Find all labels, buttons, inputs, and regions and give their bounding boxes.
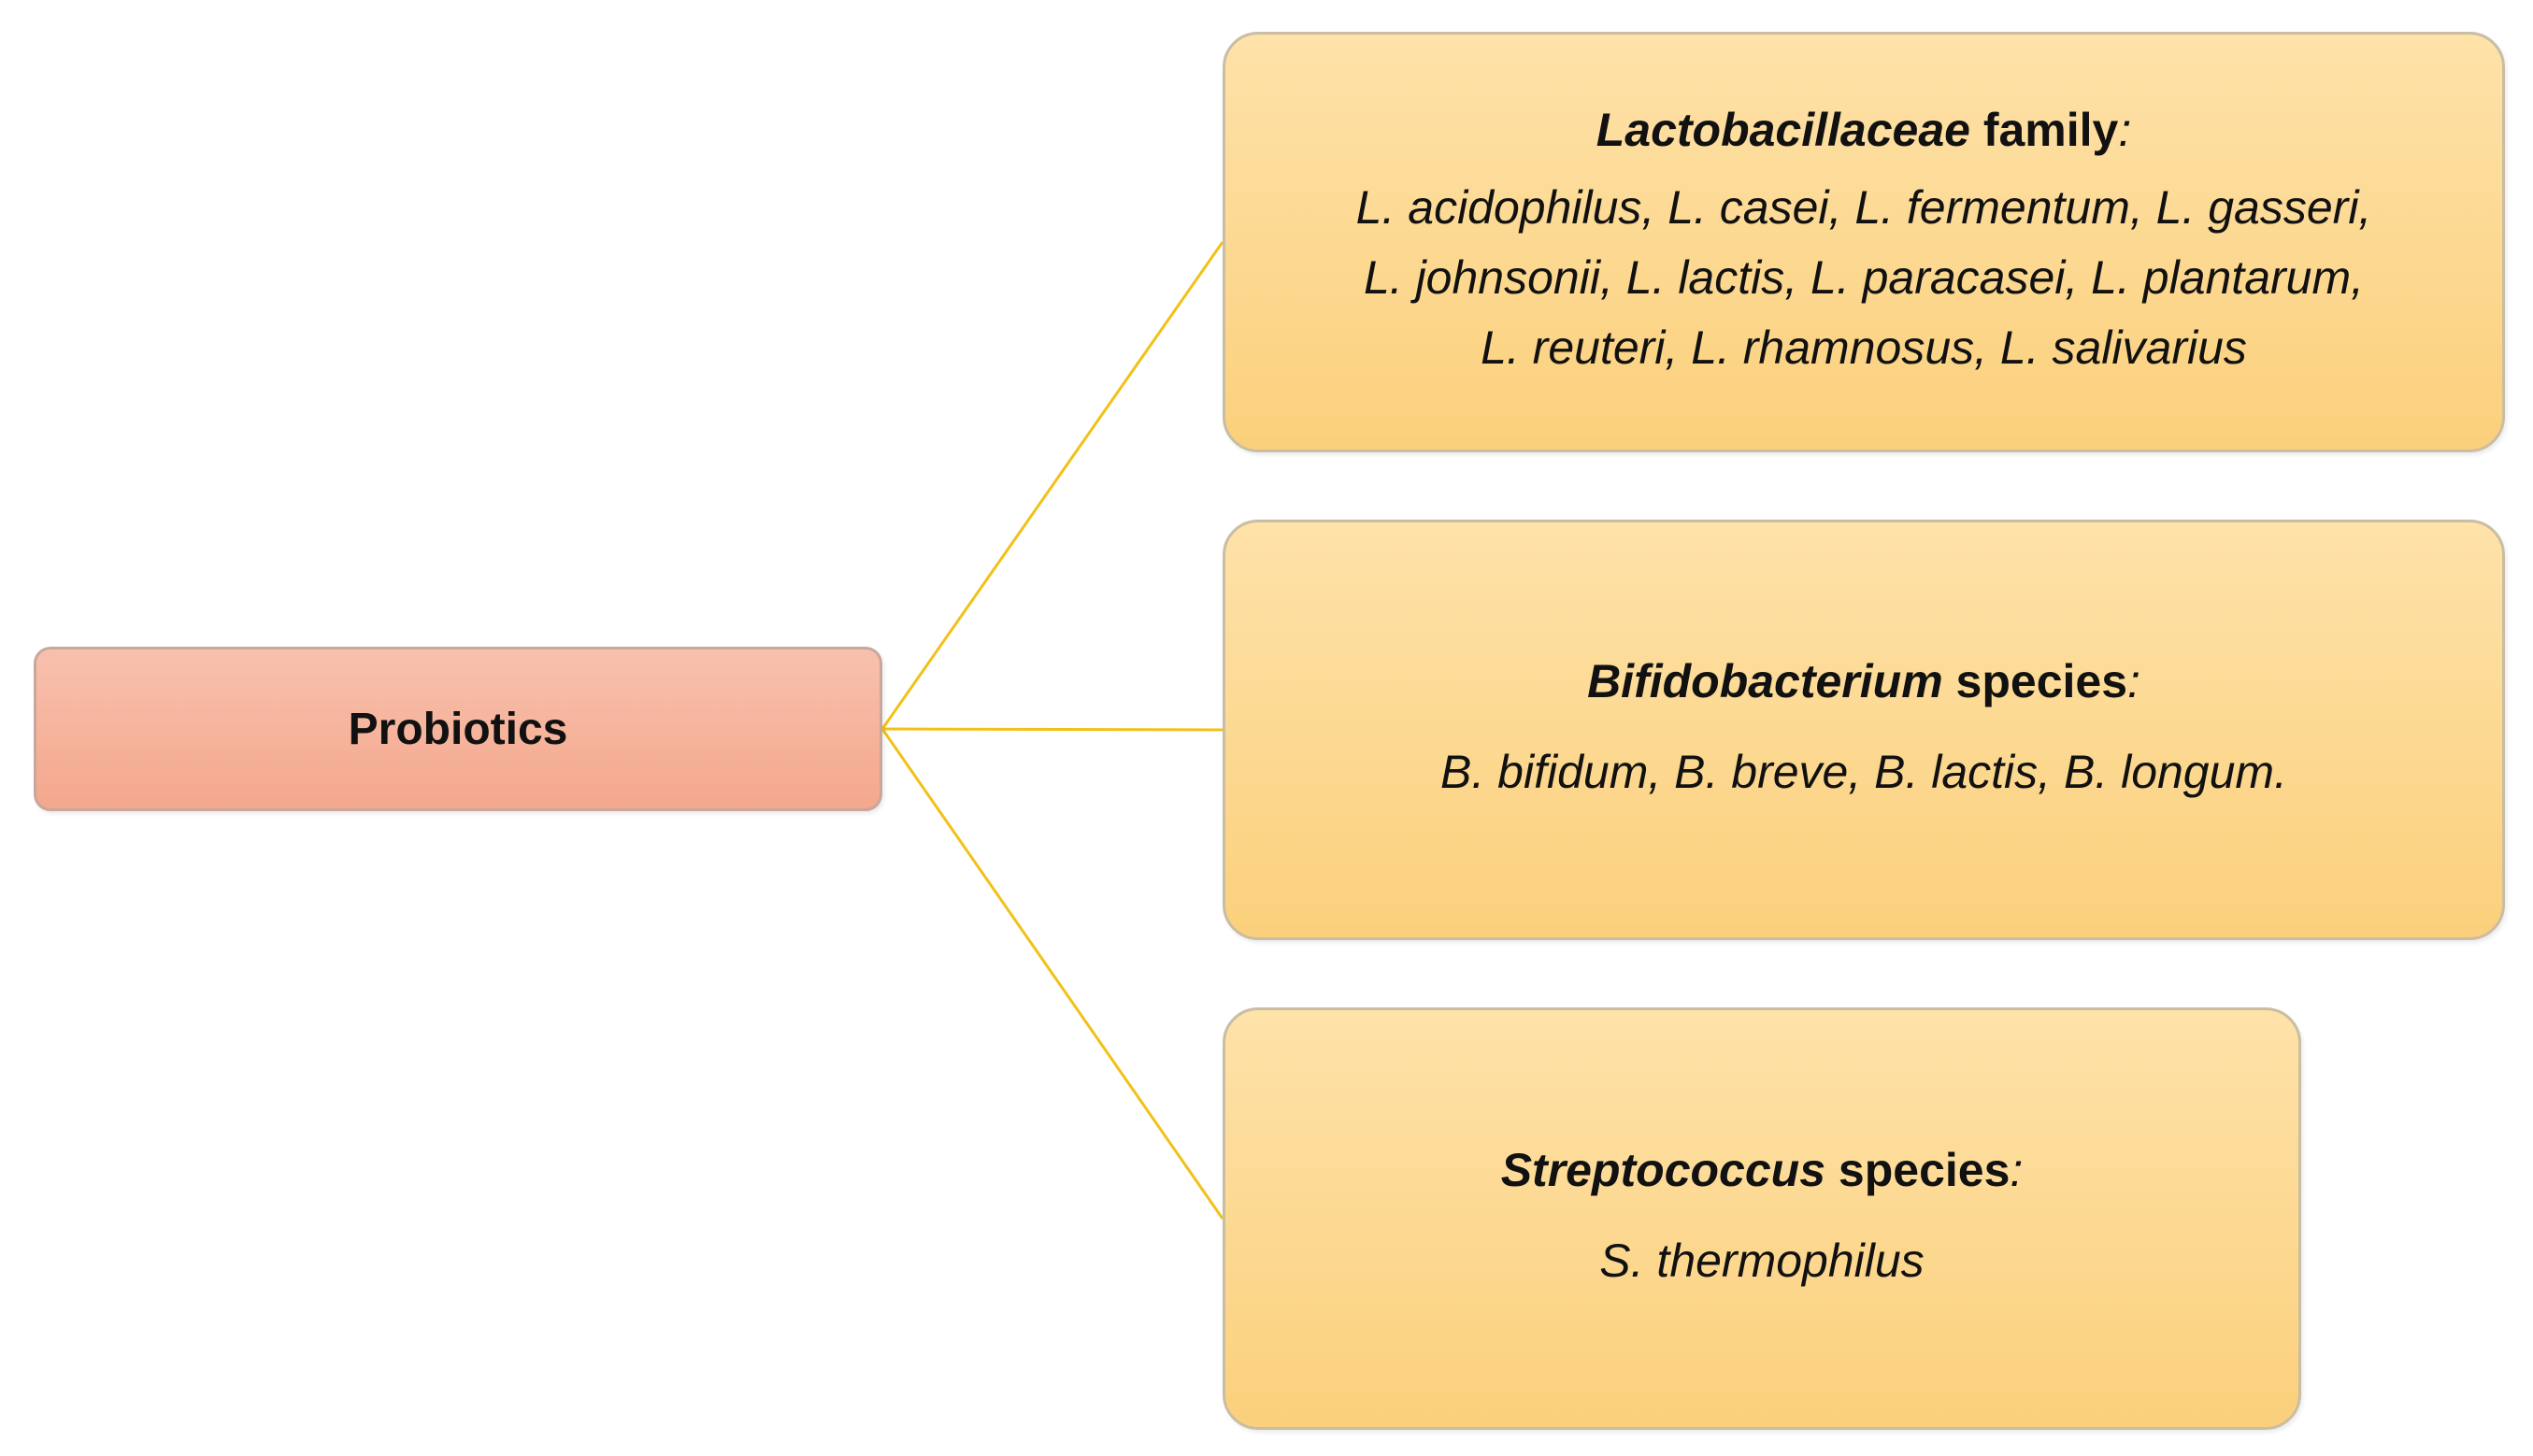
- group-type: family: [1969, 103, 2119, 156]
- heading-colon: :: [2127, 654, 2140, 707]
- connector-to-lactobacillaceae: [880, 241, 1224, 730]
- connector-to-streptococcus: [880, 728, 1224, 1220]
- genus-name: Bifidobacterium: [1587, 654, 1943, 707]
- heading-colon: :: [2118, 103, 2132, 156]
- member-line: B. bifidum, B. breve, B. lactis, B. long…: [1440, 745, 2287, 798]
- member-line: L. johnsonii, L. lactis, L. paracasei, L…: [1363, 250, 2365, 304]
- lactobacillaceae-members: L. acidophilus, L. casei, L. fermentum, …: [1356, 173, 2372, 383]
- streptococcus-heading: Streptococcus species:: [1501, 1142, 2024, 1198]
- root-label: Probiotics: [348, 704, 568, 754]
- bifidobacterium-node: Bifidobacterium species: B. bifidum, B. …: [1223, 520, 2505, 940]
- bifidobacterium-heading: Bifidobacterium species:: [1587, 653, 2140, 709]
- streptococcus-node: Streptococcus species: S. thermophilus: [1223, 1007, 2301, 1430]
- member-line: L. reuteri, L. rhamnosus, L. salivarius: [1481, 321, 2247, 374]
- genus-name: Streptococcus: [1500, 1143, 1826, 1196]
- connector-to-bifidobacterium: [881, 727, 1224, 732]
- group-type: species: [1942, 654, 2128, 707]
- member-line: L. acidophilus, L. casei, L. fermentum, …: [1355, 180, 2372, 234]
- bifidobacterium-members: B. bifidum, B. breve, B. lactis, B. long…: [1440, 737, 2287, 807]
- genus-name: Lactobacillaceae: [1596, 103, 1970, 156]
- group-type: species: [1825, 1143, 2011, 1196]
- member-line: S. thermophilus: [1599, 1234, 1925, 1287]
- probiotics-root-node: Probiotics: [34, 647, 882, 811]
- streptococcus-members: S. thermophilus: [1599, 1226, 1924, 1296]
- heading-colon: :: [2010, 1143, 2024, 1196]
- lactobacillaceae-node: Lactobacillaceae family: L. acidophilus,…: [1223, 32, 2505, 452]
- lactobacillaceae-heading: Lactobacillaceae family:: [1596, 102, 2132, 158]
